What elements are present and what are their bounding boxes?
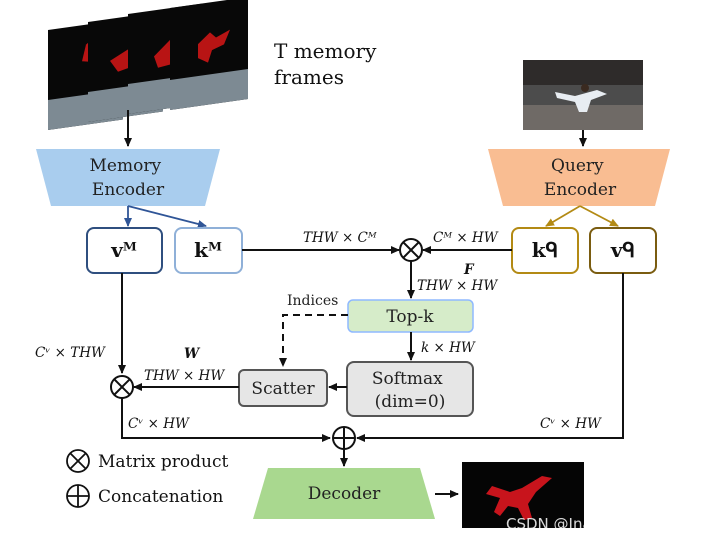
decoder: Decoder (253, 468, 435, 519)
legend-concat-label: Concatenation (98, 487, 223, 507)
arrow-encoder-to-vQ (579, 205, 619, 227)
softmax-label: Softmax (dim=0) (372, 369, 448, 412)
kQ-box: kᑫ (511, 227, 579, 274)
concat-icon (332, 426, 356, 450)
matmul-top-icon (399, 238, 423, 262)
query-image (523, 60, 643, 130)
decoder-label: Decoder (308, 484, 381, 504)
legend-concatenation: Concatenation (66, 484, 223, 508)
scatter-label: Scatter (251, 379, 315, 399)
arrow-indices-to-scatter (279, 314, 348, 367)
memory-encoder: Memory Encoder (36, 149, 220, 206)
arrow-encoder-to-kQ (545, 205, 581, 227)
vM-box: vᴹ (86, 227, 163, 274)
legend-matrix-product: Matrix product (66, 449, 229, 473)
indices-label: Indices (287, 293, 338, 309)
topk-label: Top-k (386, 307, 434, 327)
vQ-label: vᑫ (610, 238, 635, 262)
arrow-encoder-to-kM (127, 205, 207, 228)
arrow-vQ-to-concat (356, 273, 624, 442)
legend-matrix-label: Matrix product (98, 452, 229, 472)
label-W: W (184, 346, 201, 362)
memory-frame-4 (170, 0, 248, 110)
arrow-matmul-to-concat (121, 398, 331, 442)
kM-box: kᴹ (174, 227, 243, 274)
memory-frames-label: T memory frames (274, 39, 383, 89)
kM-label: kᴹ (194, 238, 222, 262)
topk-box: Top-k (347, 299, 474, 333)
label-cv-thw: Cᵛ × THW (35, 345, 106, 361)
matmul-left-icon (110, 375, 134, 399)
watermark-text: CSDN @InactionWorld (506, 515, 672, 533)
output-mask-image (462, 462, 584, 528)
label-cv-hw-left: Cᵛ × HW (128, 416, 190, 432)
query-encoder: Query Encoder (488, 149, 670, 206)
label-cv-hw-right: Cᵛ × HW (540, 416, 602, 432)
label-k-hw: k × HW (421, 340, 476, 356)
label-thw-cm: THW × Cᴹ (303, 230, 377, 246)
memory-frames-stack (48, 0, 248, 130)
label-cm-hw: Cᴹ × HW (433, 230, 499, 246)
label-thw-hw-left: THW × HW (144, 368, 225, 384)
scatter-box: Scatter (238, 369, 328, 407)
vM-label: vᴹ (110, 238, 137, 262)
vQ-box: vᑫ (589, 227, 657, 274)
query-encoder-label: Query Encoder (544, 156, 617, 200)
softmax-box: Softmax (dim=0) (346, 361, 474, 417)
label-F: F (463, 262, 475, 278)
memory-encoder-label: Memory Encoder (90, 156, 167, 200)
label-thw-hw-top: THW × HW (417, 278, 498, 294)
kQ-label: kᑫ (532, 238, 558, 262)
